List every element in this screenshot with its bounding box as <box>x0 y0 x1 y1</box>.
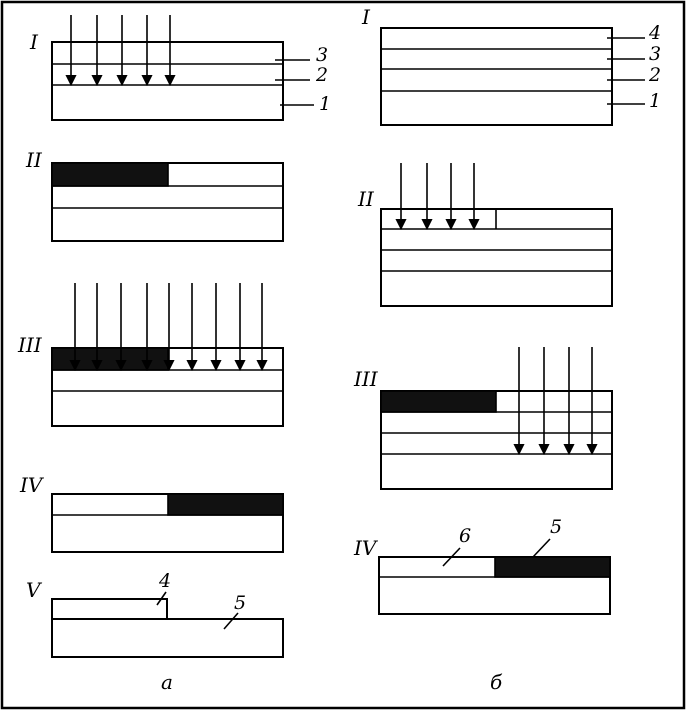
right-step-3-exposed-region <box>380 390 497 413</box>
left-layer-1-label: 1 <box>319 93 331 115</box>
right-step-1: I 4 3 2 1 <box>361 5 661 126</box>
left-layer-3-label: 3 <box>316 44 328 66</box>
left-step-3-exposed-region <box>51 347 169 371</box>
left-step-4: IV <box>19 473 284 553</box>
right-part-5-label: 5 <box>550 516 562 538</box>
right-layer-2-label: 2 <box>648 64 661 86</box>
left-step-2-label: II <box>25 148 43 172</box>
right-step-2-label: II <box>357 187 375 211</box>
left-step-1-stack <box>51 41 284 121</box>
left-step-5-base <box>51 618 284 658</box>
right-caption: б <box>490 670 503 694</box>
right-part-6-label: 6 <box>459 525 471 547</box>
left-step-3: III <box>17 283 284 427</box>
left-part-4-label: 4 <box>158 570 171 592</box>
right-layer-4-label: 4 <box>648 22 661 44</box>
left-leader-4 <box>156 591 167 606</box>
left-step-4-dark-region <box>167 493 284 516</box>
right-layer-1-label: 1 <box>649 90 661 112</box>
right-step-3: III <box>353 347 613 490</box>
right-layer-3-label: 3 <box>649 43 661 65</box>
left-step-5-raised-part <box>51 598 168 619</box>
right-step-2-arrows <box>395 163 480 231</box>
left-step-3-arrows <box>69 283 268 372</box>
left-step-1-label: I <box>29 30 39 54</box>
left-part-5-label: 5 <box>234 592 246 614</box>
right-step-1-label: I <box>361 5 371 29</box>
left-step-2: II <box>25 148 284 242</box>
left-leader-5 <box>223 612 239 630</box>
right-step-4-dark-region <box>494 556 611 578</box>
right-step-1-stack <box>380 27 613 126</box>
left-layer-2-label: 2 <box>315 64 328 86</box>
left-step-1: I 3 2 1 <box>29 15 331 121</box>
right-step-3-arrows <box>513 347 598 456</box>
left-step-3-label: III <box>17 333 43 357</box>
right-step-3-label: III <box>353 367 379 391</box>
left-step-5-label: V <box>26 578 43 602</box>
right-step-4: IV 6 5 <box>353 516 611 615</box>
left-step-5: V 4 5 <box>26 570 284 658</box>
left-step-1-arrows <box>65 15 176 87</box>
left-caption: а <box>161 670 173 694</box>
right-leader-5 <box>532 538 551 558</box>
right-leader-6 <box>442 547 461 567</box>
right-step-2: II <box>357 163 613 307</box>
left-step-2-exposed-region <box>51 162 169 187</box>
right-step-4-label: IV <box>353 536 379 560</box>
left-step-4-label: IV <box>19 473 45 497</box>
